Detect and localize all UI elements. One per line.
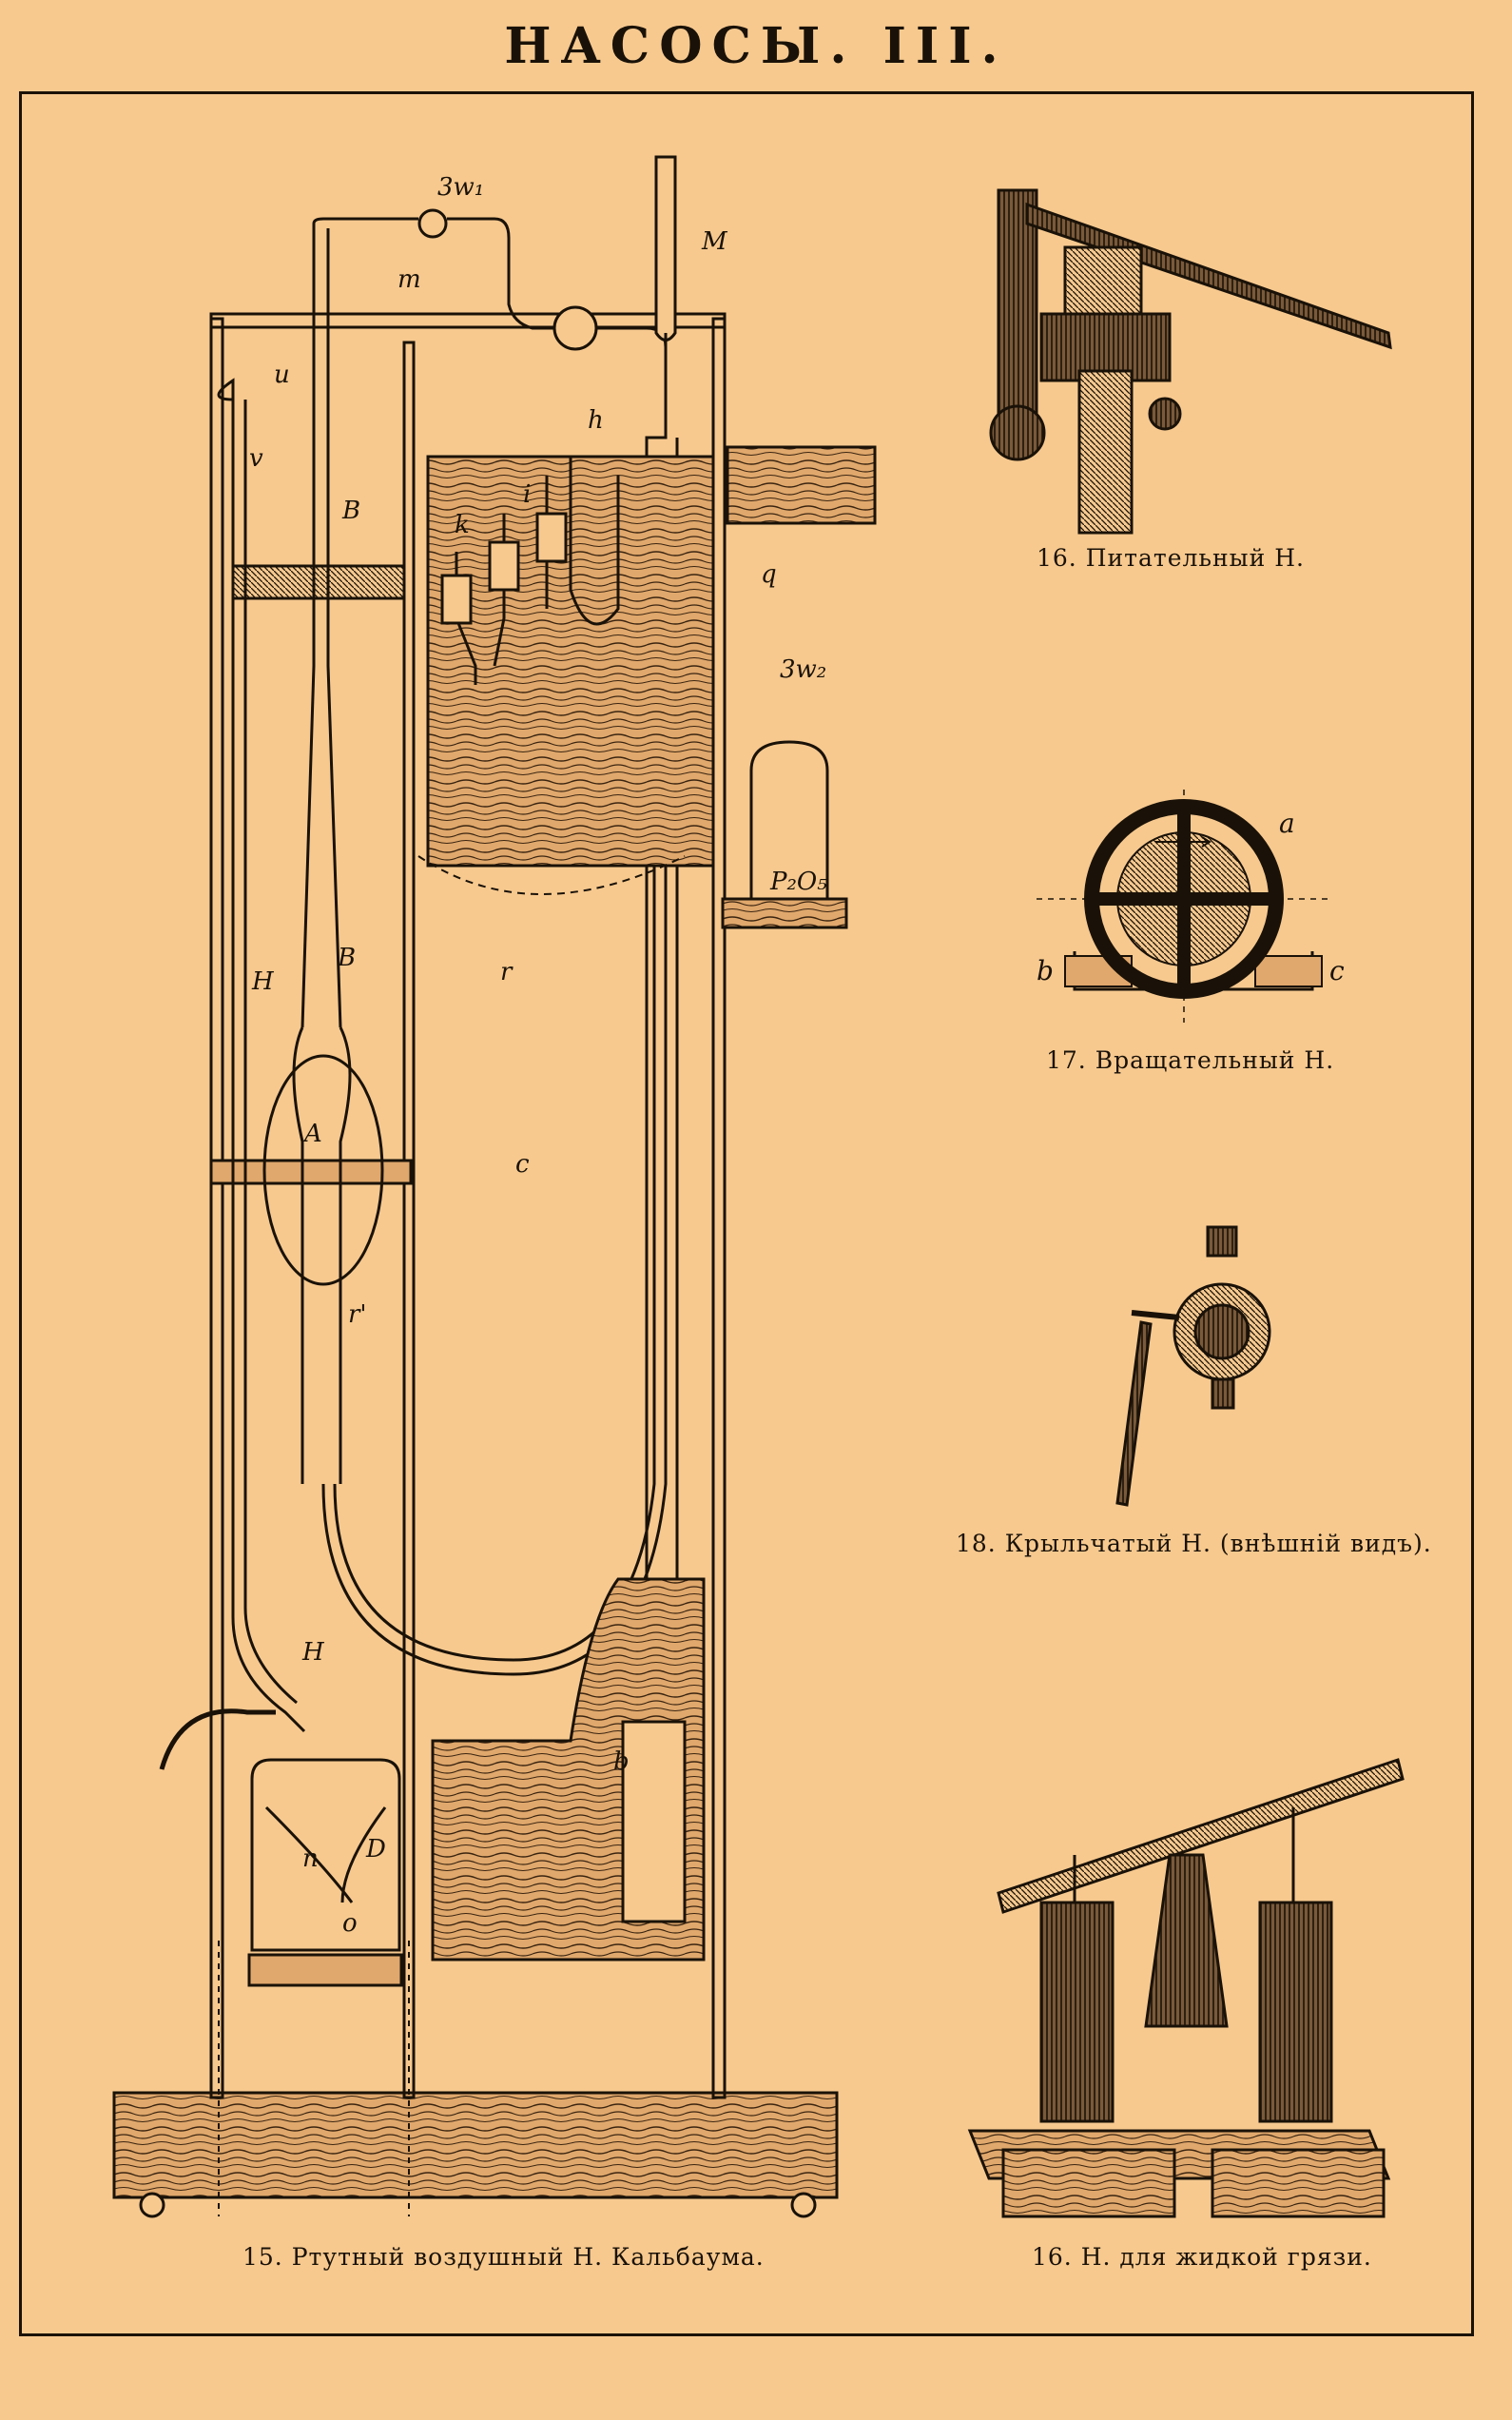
label-q: q: [761, 560, 777, 589]
frame-upright-right: [711, 317, 727, 2099]
feed-pump-barrel: [1077, 369, 1134, 535]
label-b-bottle: b: [613, 1747, 630, 1776]
label-w1: 3w₁: [437, 173, 484, 202]
rotary-vanes: [1094, 807, 1274, 991]
label-u: u: [274, 361, 290, 389]
caster-wheel-left: [139, 2192, 165, 2218]
label-r: r: [500, 958, 514, 986]
label-big-m: M: [701, 227, 728, 256]
label-r-prime: r': [348, 1300, 367, 1329]
winged-pump-hub: [1193, 1303, 1250, 1360]
frame-low-rail: [247, 1953, 403, 1987]
label-i: i: [523, 480, 531, 509]
winged-pump-base: [1211, 1377, 1235, 1410]
mud-pump-plank-left: [1001, 2148, 1176, 2218]
mud-pump-cylinder-left: [1039, 1901, 1115, 2123]
label-d: D: [365, 1835, 386, 1864]
label-o: o: [342, 1909, 358, 1938]
bottle-b: [621, 1720, 687, 1923]
caption-fig16a: 16. Питательный Н.: [1037, 544, 1305, 572]
label-b-inlet: b: [1037, 955, 1054, 986]
mud-pump-plank-right: [1211, 2148, 1386, 2218]
side-bracket: [726, 445, 877, 525]
page-title: НАСОСЫ. III.: [504, 17, 1008, 75]
winged-pump-lever: [1115, 1320, 1153, 1507]
figure-15-labels: 3w₁ m M u v B B h k i q 3w₂ P₂O₅ H A c r…: [249, 173, 827, 1938]
caption-fig18: 18. Крыльчатый Н. (внѣшній видъ).: [956, 1530, 1432, 1557]
caption-fig15: 15. Ртутный воздушный Н. Кальбаума.: [242, 2243, 765, 2271]
label-h-left: H: [251, 967, 275, 996]
frame-upright-left: [209, 317, 224, 2099]
p2o5-bottle: [749, 740, 829, 901]
feed-pump-valve: [989, 404, 1046, 461]
figure-16-feed-pump: [989, 188, 1392, 535]
feed-pump-handle: [1025, 202, 1392, 350]
frame-clamp-block: [231, 564, 406, 600]
label-k: k: [455, 511, 470, 539]
reservoir-d: [250, 1758, 401, 1952]
label-v: v: [249, 444, 263, 473]
figure-17-rotary-pump: [1037, 790, 1331, 1023]
label-c: c: [515, 1150, 530, 1179]
frame-top-rail: [209, 312, 727, 329]
label-a: A: [302, 1120, 322, 1148]
manometer-m: [654, 155, 677, 342]
label-a: a: [1279, 808, 1295, 839]
feed-pump-column: [997, 188, 1038, 439]
mud-pump-beam: [997, 1758, 1405, 1914]
stopcock-3: [535, 512, 568, 563]
feed-pump-flange: [1039, 312, 1172, 382]
figure-16b-mud-pump: [967, 1758, 1405, 2218]
frame-upright-mid: [402, 341, 416, 2099]
mud-pump-cylinder-right: [1258, 1901, 1333, 2123]
stopcock-i: [488, 540, 520, 592]
figure-18-winged-pump: [1115, 1225, 1271, 1507]
label-m: m: [397, 265, 421, 294]
label-n: n: [302, 1844, 319, 1873]
figure-15-mercury-pump: [112, 155, 877, 2218]
caption-fig16b: 16. Н. для жидкой грязи.: [1032, 2243, 1372, 2271]
drying-bulb: [552, 305, 598, 351]
figure-17-labels: a b c: [1037, 808, 1345, 986]
mud-pump-stand: [1144, 1853, 1229, 2028]
feed-pump-nut: [1148, 397, 1182, 431]
label-c-outlet: c: [1329, 955, 1345, 986]
stopcock-w1: [417, 208, 448, 239]
label-b-lower: B: [337, 944, 356, 972]
bulb-a: [262, 1054, 384, 1286]
stopcock-k: [440, 574, 473, 625]
label-h: h: [588, 406, 604, 435]
caster-wheel-right: [790, 2192, 817, 2218]
caption-fig17: 17. Вращательный Н.: [1046, 1046, 1335, 1074]
rotary-outlet-c: [1254, 955, 1323, 987]
label-h-lower: H: [301, 1638, 325, 1667]
plate-frame: [19, 91, 1474, 2336]
winged-pump-top-valve: [1206, 1225, 1238, 1258]
label-b-upper: B: [341, 497, 360, 525]
drier-shelf: [721, 897, 848, 929]
label-p2o5: P₂O₅: [769, 868, 827, 896]
label-w2: 3w₂: [780, 655, 826, 684]
pump-base-board: [112, 2091, 839, 2199]
